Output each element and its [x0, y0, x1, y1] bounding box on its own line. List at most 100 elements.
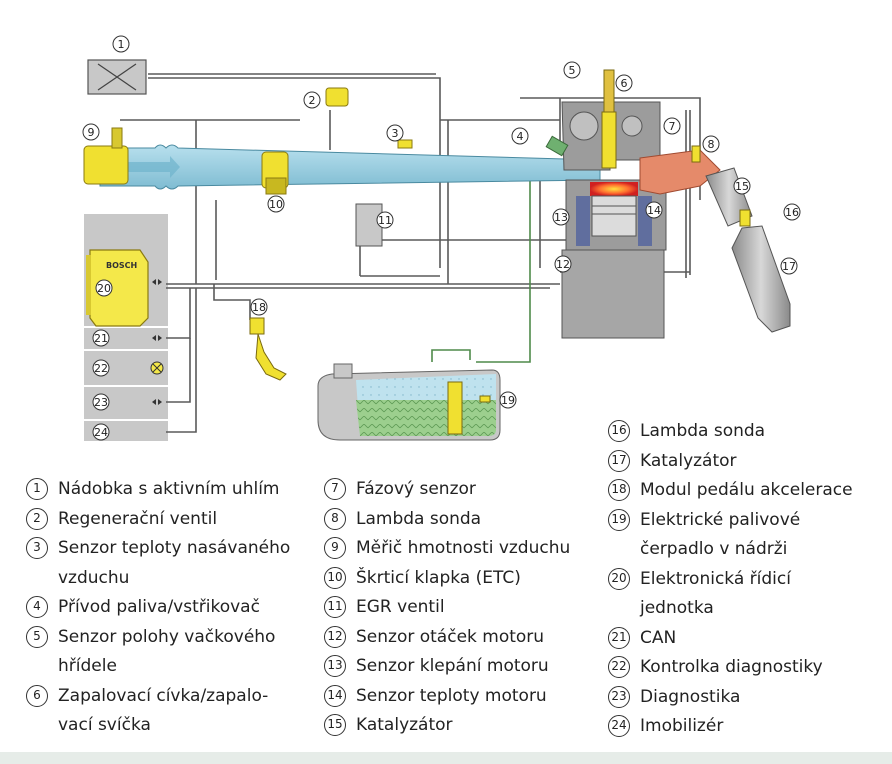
callout-9: 9: [82, 123, 100, 141]
callout-14: 14: [645, 201, 663, 219]
callout-number: 17: [782, 260, 796, 273]
legend-number: 2: [26, 507, 48, 530]
legend-item: 6 Zapalovací cívka/zapalo- vací svíčka: [26, 682, 316, 741]
callout-number: 18: [252, 301, 266, 314]
legend-number: 21: [608, 626, 630, 649]
legend-number: 19: [608, 508, 630, 531]
legend-item: 17 Katalyzátor: [608, 447, 892, 477]
legend-text: Přívod paliva/vstřikovač: [58, 597, 260, 617]
legend-number: 1: [26, 478, 48, 500]
legend-text: Senzor otáček motoru: [356, 626, 545, 647]
legend-text: Zapalovací cívka/zapalo- vací svíčka: [58, 685, 269, 736]
legend-item: 14 Senzor teploty motoru: [324, 682, 604, 712]
legend-number: 6: [26, 684, 48, 707]
legend-text: Měřič hmotnosti vzduchu: [356, 538, 571, 558]
callout-2: 2: [303, 91, 321, 109]
callout-21: 21: [92, 329, 110, 347]
diagnostic-lamp-icon: [150, 361, 164, 375]
callout-12: 12: [554, 255, 572, 273]
egr-valve: [355, 203, 383, 247]
callout-3: 3: [386, 124, 404, 142]
callout-15: 15: [733, 177, 751, 195]
lambda-sensor-front: [691, 145, 701, 163]
legend-text: Katalyzátor: [640, 450, 737, 471]
ecu-arrows: [152, 279, 162, 405]
callout-17: 17: [780, 257, 798, 275]
legend-number: 20: [608, 567, 630, 590]
regen-valve: [325, 87, 349, 107]
legend-number: 12: [324, 625, 346, 648]
legend-number: 17: [608, 449, 630, 472]
legend-text: Regenerační ventil: [58, 508, 218, 529]
legend-text: EGR ventil: [356, 597, 445, 617]
legend-item: 11 EGR ventil: [324, 593, 604, 623]
legend-text: Modul pedálu akcelerace: [640, 480, 853, 500]
legend-item: 8 Lambda sonda: [324, 505, 604, 535]
callout-16: 16: [783, 203, 801, 221]
legend-number: 24: [608, 715, 630, 737]
spark-plug-coil: [601, 69, 617, 169]
legend-number: 8: [324, 507, 346, 530]
catalyst-rear: [731, 225, 791, 333]
legend-item: 12 Senzor otáček motoru: [324, 623, 604, 653]
throttle-body: [261, 151, 289, 195]
callout-number: 16: [785, 206, 799, 219]
legend-text: Kontrolka diagnostiky: [640, 657, 823, 677]
callout-7: 7: [663, 117, 681, 135]
legend-number: 11: [324, 596, 346, 618]
callout-5: 5: [563, 61, 581, 79]
callout-8: 8: [702, 135, 720, 153]
injector: [545, 135, 569, 157]
callout-number: 19: [501, 394, 515, 407]
callout-number: 1: [118, 38, 125, 51]
legend-number: 7: [324, 478, 346, 500]
legend-number: 22: [608, 656, 630, 678]
legend-text: Diagnostika: [640, 686, 741, 707]
legend-item: 2 Regenerační ventil: [26, 505, 316, 535]
bottom-strip: [0, 752, 892, 764]
callout-number: 22: [94, 362, 108, 375]
callout-number: 6: [621, 77, 628, 90]
air-mass-meter: [83, 127, 129, 185]
legend-text: Imobilizér: [640, 716, 724, 736]
legend-item: 19 Elektrické palivové čerpadlo v nádrži: [608, 506, 892, 565]
callout-number: 24: [94, 426, 108, 439]
legend-number: 15: [324, 714, 346, 736]
callout-1: 1: [112, 35, 130, 53]
legend-number: 23: [608, 685, 630, 708]
legend-text: Senzor polohy vačkového hřídele: [58, 626, 276, 677]
legend-text: CAN: [640, 627, 677, 648]
callout-number: 2: [309, 94, 316, 107]
callout-number: 7: [669, 120, 676, 133]
callout-number: 23: [94, 396, 108, 409]
legend-item: 21 CAN: [608, 624, 892, 654]
legend-number: 9: [324, 537, 346, 559]
legend-text: Senzor teploty motoru: [356, 685, 547, 706]
legend-item: 24 Imobilizér: [608, 712, 892, 742]
legend-item: 15 Katalyzátor: [324, 711, 604, 741]
intake-temp-sensor: [397, 139, 413, 149]
legend-text: Katalyzátor: [356, 715, 453, 735]
callout-number: 5: [569, 64, 576, 77]
exhaust-manifold: [639, 149, 721, 195]
accelerator-pedal: [249, 317, 287, 381]
legend-text: Lambda sonda: [356, 508, 482, 529]
callout-10: 10: [267, 195, 285, 213]
callout-23: 23: [92, 393, 110, 411]
legend-text: Elektrické palivové čerpadlo v nádrži: [640, 509, 801, 560]
legend-number: 16: [608, 420, 630, 442]
legend-number: 4: [26, 596, 48, 618]
legend-number: 14: [324, 684, 346, 707]
callout-22: 22: [92, 359, 110, 377]
callout-6: 6: [615, 74, 633, 92]
